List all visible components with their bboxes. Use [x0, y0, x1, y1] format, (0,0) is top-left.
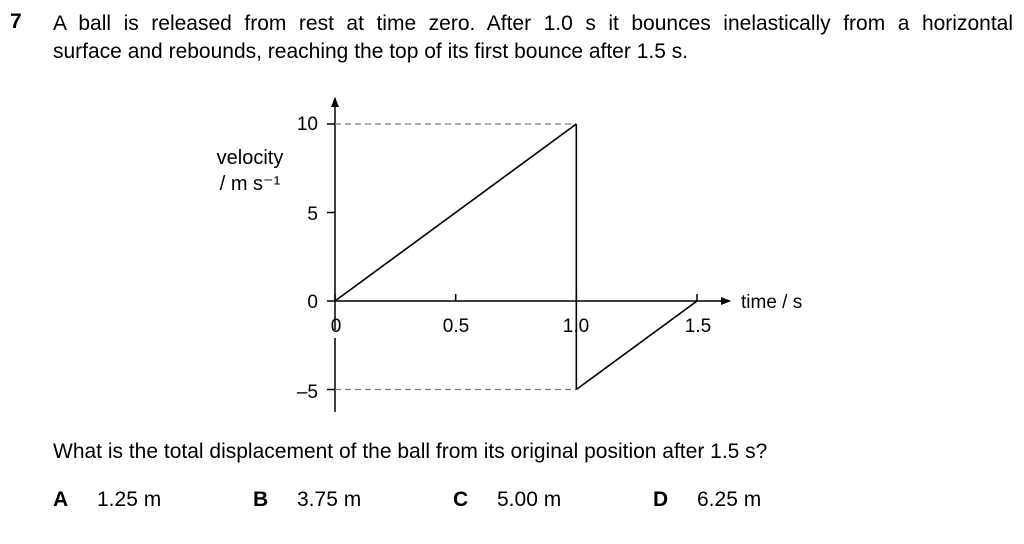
option-b[interactable]: B 3.75 m — [253, 488, 361, 512]
y-tick-label: –5 — [297, 382, 318, 403]
option-letter: C — [453, 488, 469, 511]
x-axis-label: time / s — [741, 292, 802, 313]
option-text: 6.25 m — [697, 488, 762, 511]
x-tick-label: 1.5 — [685, 316, 711, 337]
option-text: 5.00 m — [497, 488, 562, 511]
option-a[interactable]: A 1.25 m — [53, 488, 161, 512]
velocity-segment — [334, 123, 577, 302]
y-axis-label: velocity — [217, 147, 284, 169]
stem-line-2: surface and rebounds, reaching the top o… — [53, 40, 689, 63]
stem-line-1: A ball is released from rest at time zer… — [53, 12, 1013, 35]
option-c[interactable]: C 5.00 m — [453, 488, 561, 512]
question-prompt: What is the total displacement of the ba… — [53, 440, 768, 463]
option-letter: B — [253, 488, 269, 511]
option-letter: A — [53, 488, 69, 511]
option-text: 3.75 m — [297, 488, 362, 511]
velocity-segment — [575, 300, 698, 391]
question-number: 7 — [10, 10, 22, 33]
x-tick-label: 0.5 — [443, 316, 469, 337]
y-tick-label: 5 — [307, 204, 318, 225]
y-tick-label: 10 — [297, 114, 318, 135]
question-stem: A ball is released from rest at time zer… — [53, 10, 1013, 66]
option-text: 1.25 m — [97, 488, 162, 511]
axis-ticks — [327, 123, 698, 391]
option-letter: D — [653, 488, 669, 511]
y-axis-unit: / m s⁻¹ — [220, 173, 281, 195]
reference-lines — [335, 123, 577, 391]
velocity-series — [334, 123, 698, 391]
option-d[interactable]: D 6.25 m — [653, 488, 761, 512]
x-tick-label: 0 — [331, 316, 342, 337]
y-tick-label: 0 — [307, 292, 318, 313]
